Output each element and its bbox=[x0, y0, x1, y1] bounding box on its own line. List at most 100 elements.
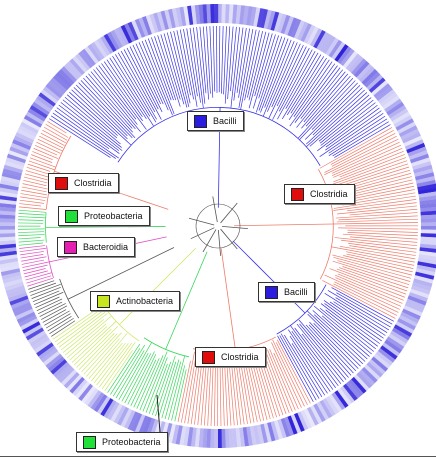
heatmap-cell bbox=[16, 128, 36, 141]
heatmap-cell bbox=[0, 225, 16, 230]
clostridia-branch bbox=[273, 352, 299, 410]
bacilli-branch bbox=[154, 36, 177, 101]
heatmap-cell bbox=[81, 48, 96, 67]
bacilli-branch bbox=[218, 26, 221, 93]
clostridia-branch bbox=[241, 356, 255, 423]
heatmap-cell bbox=[33, 98, 52, 113]
heatmap-cell bbox=[353, 374, 370, 392]
clostridia-branch bbox=[343, 255, 413, 273]
heatmap-cell bbox=[149, 13, 159, 33]
bacilli-branch bbox=[276, 46, 307, 107]
heatmap-cell bbox=[418, 191, 436, 198]
heatmap-cell bbox=[81, 385, 96, 404]
heatmap-cell bbox=[351, 376, 367, 394]
bacilli-branch bbox=[272, 47, 310, 120]
heatmap-cell bbox=[50, 77, 68, 93]
heatmap-cell bbox=[31, 336, 50, 351]
heatmap-cell bbox=[328, 394, 343, 413]
bacilli-branch bbox=[238, 28, 250, 98]
clostridia-branch bbox=[334, 281, 399, 313]
heatmap-cell bbox=[412, 161, 432, 171]
bacilli-branch bbox=[69, 91, 118, 136]
heatmap-cell bbox=[408, 150, 428, 161]
clostridia-branch bbox=[322, 280, 396, 319]
bacilli-branch bbox=[170, 31, 190, 108]
clostridia-branch bbox=[20, 193, 47, 199]
heatmap-cell bbox=[316, 31, 330, 51]
clostridia-branch bbox=[341, 239, 417, 250]
heatmap-cell bbox=[322, 398, 336, 417]
heatmap-cell bbox=[297, 21, 309, 41]
bacilli-branch bbox=[199, 26, 207, 94]
clostridia-branch bbox=[177, 360, 191, 423]
heatmap-cell bbox=[25, 327, 44, 341]
bacilli-branch bbox=[291, 330, 334, 390]
heatmap-cell bbox=[38, 92, 56, 107]
heatmap-cell bbox=[117, 406, 130, 426]
heatmap-cell bbox=[384, 98, 403, 113]
clostridia-branch bbox=[347, 231, 418, 237]
heatmap-cell bbox=[117, 26, 130, 46]
heatmap-cell bbox=[287, 17, 298, 37]
heatmap-cell bbox=[63, 371, 80, 389]
bacilli-branch bbox=[112, 55, 151, 117]
heatmap-cell bbox=[78, 50, 94, 69]
proteobacteria-branch-arc bbox=[143, 337, 190, 358]
proteobacteria-branch bbox=[136, 358, 160, 409]
bacilli-branch bbox=[296, 69, 344, 128]
proteobacteria-branch bbox=[107, 343, 141, 393]
bacilli-branch bbox=[320, 102, 376, 146]
heatmap-cell bbox=[0, 187, 19, 195]
heatmap-cell bbox=[377, 348, 396, 363]
clade-label-text: Actinobacteria bbox=[116, 296, 174, 306]
heatmap-cell bbox=[171, 8, 180, 28]
heatmap-cell bbox=[156, 11, 166, 31]
clostridia-branch bbox=[26, 167, 52, 176]
bacilli-branch bbox=[247, 30, 263, 98]
heatmap-cell bbox=[392, 111, 411, 125]
other-branch bbox=[42, 309, 67, 323]
heatmap-cell bbox=[417, 187, 436, 195]
heatmap-cell bbox=[0, 183, 19, 191]
bacilli-branch bbox=[312, 310, 368, 360]
proteobacteria-branch bbox=[151, 361, 172, 416]
heatmap-cell bbox=[280, 14, 291, 35]
bacilli-branch bbox=[260, 38, 289, 113]
heatmap-cell bbox=[13, 135, 33, 147]
clostridia-branch bbox=[23, 180, 47, 187]
actinobacteria-branch bbox=[86, 338, 120, 377]
heatmap-cell bbox=[142, 16, 153, 36]
bacilli-branch bbox=[289, 63, 336, 127]
heatmap-cell bbox=[87, 390, 102, 408]
actinobacteria-branch bbox=[76, 325, 119, 368]
heatmap-cell bbox=[300, 23, 312, 43]
bacilli-branch bbox=[62, 99, 122, 148]
heatmap-cell bbox=[388, 105, 407, 119]
bacteroidia-branch bbox=[21, 256, 47, 262]
bacilli-branch bbox=[80, 80, 136, 139]
clostridia-branch bbox=[334, 163, 409, 189]
heatmap-cell bbox=[224, 428, 230, 448]
heatmap-cell bbox=[246, 6, 253, 26]
bacteroidia-branch bbox=[26, 275, 52, 284]
clostridia-branch bbox=[330, 130, 394, 165]
heatmap-cell bbox=[96, 396, 111, 415]
bacilli-branch bbox=[255, 36, 283, 113]
bacteroidia-branch bbox=[21, 259, 45, 265]
bacilli-branch bbox=[288, 59, 330, 121]
heatmap-cell bbox=[110, 29, 123, 49]
heatmap-cell bbox=[186, 426, 194, 447]
bacilli-branch bbox=[206, 26, 211, 94]
bacilli-branch bbox=[88, 73, 136, 130]
heatmap-cell bbox=[198, 4, 205, 24]
clostridia-branch bbox=[39, 135, 64, 149]
heatmap-cell bbox=[419, 250, 436, 257]
heatmap-cell bbox=[256, 424, 265, 444]
heatmap-cell bbox=[273, 420, 283, 440]
bacilli-branch bbox=[196, 27, 206, 104]
heatmap-cell bbox=[100, 398, 114, 417]
clostridia-branch bbox=[271, 342, 302, 408]
heatmap-cell bbox=[260, 8, 269, 29]
heatmap-cell bbox=[202, 428, 208, 448]
clostridia-branch bbox=[24, 173, 48, 181]
